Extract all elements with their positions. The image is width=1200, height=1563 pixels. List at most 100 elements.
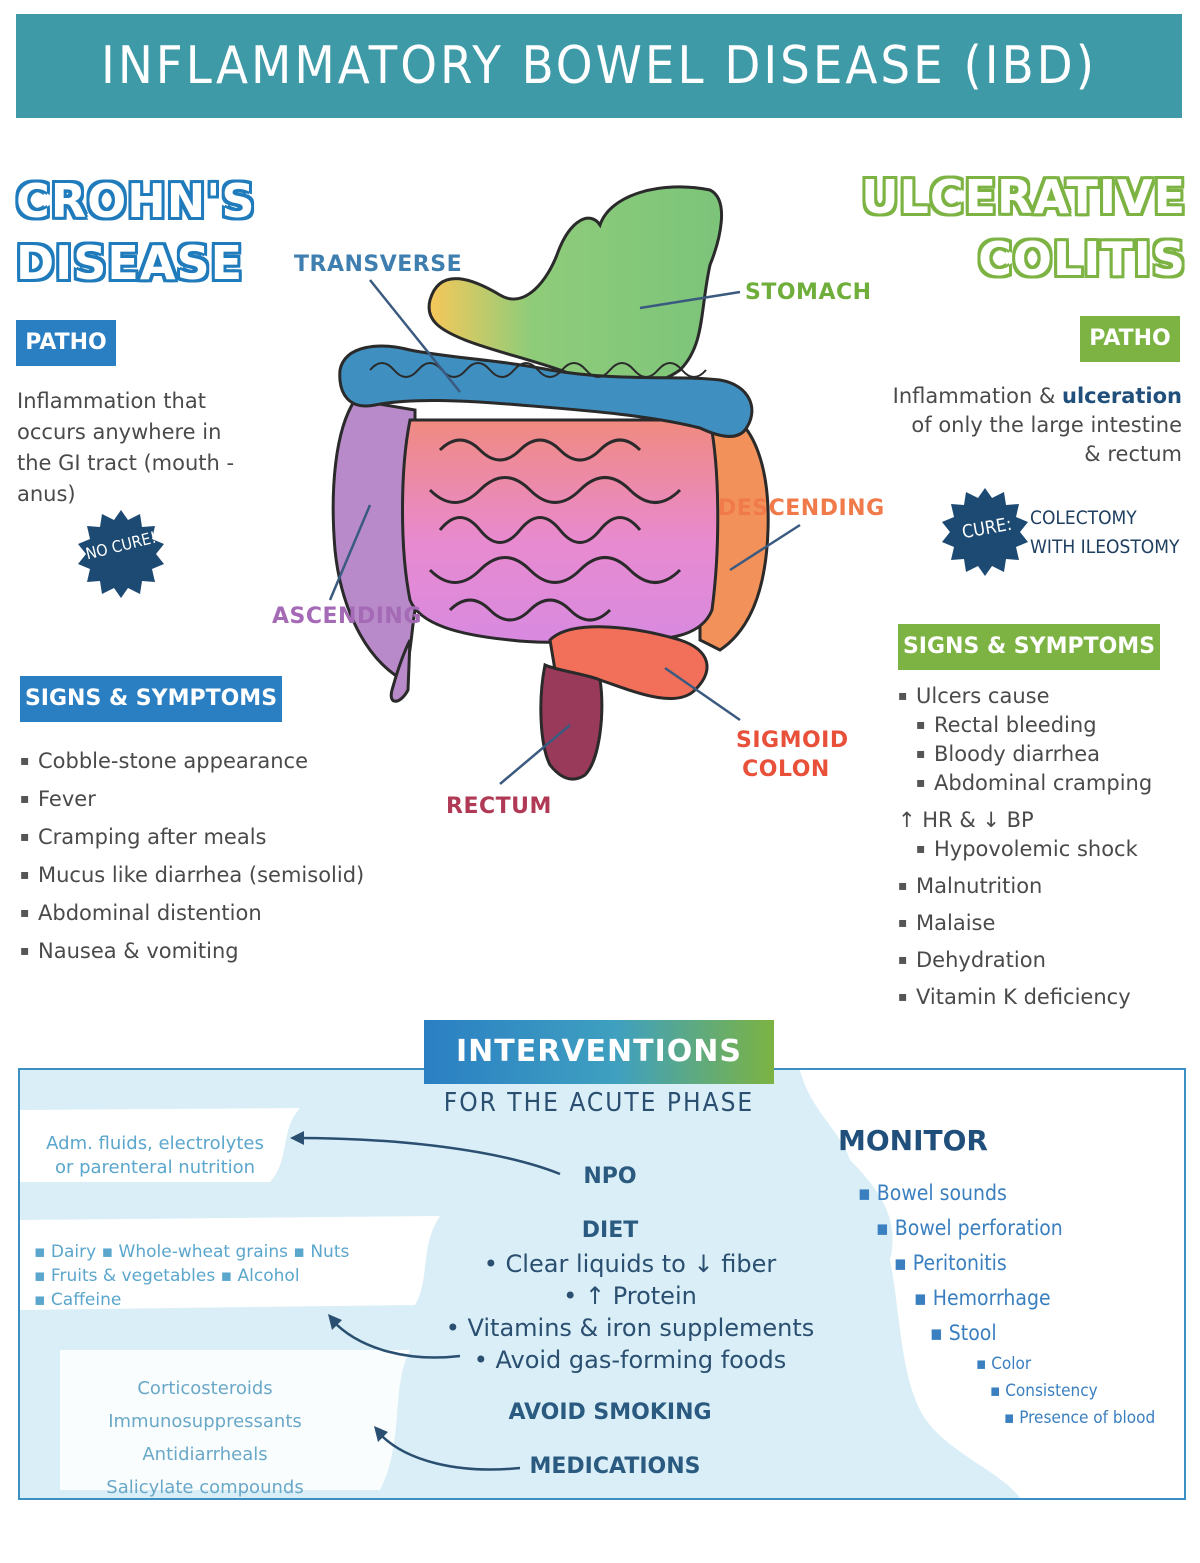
cure-line: COLECTOMY: [1030, 507, 1137, 529]
medication-item: Immunosuppressants: [108, 1411, 302, 1432]
interventions-background: [20, 1070, 1020, 1498]
crohns-patho-line: anus): [17, 482, 76, 506]
list-item: Hypovolemic shock: [916, 835, 1188, 864]
arrow-head-icon: [374, 1426, 388, 1442]
uc-signs-tag: SIGNS & SYMPTOMS: [898, 624, 1160, 670]
monitor-heading: MONITOR: [838, 1124, 988, 1157]
medications-list: Corticosteroids Immunosuppressants Antid…: [80, 1372, 330, 1504]
interventions-banner: [424, 1020, 774, 1084]
monitor-item: ▪ Color: [976, 1354, 1032, 1374]
avoid-foods-line: ▪ Caffeine: [34, 1290, 122, 1310]
crohns-title-line1: CROHN'S: [16, 174, 256, 228]
avoid-smoking-heading: AVOID SMOKING: [508, 1400, 712, 1425]
gi-tract-diagram: [328, 185, 801, 785]
monitor-item: ▪ Presence of blood: [1004, 1408, 1156, 1428]
rectum-shape: [539, 662, 604, 781]
stomach-shape: [427, 185, 724, 387]
uc-title-line2: COLITIS: [978, 232, 1186, 286]
list-item: Abdominal cramping: [916, 769, 1188, 798]
uc-patho-line: Inflammation & ulceration: [860, 382, 1182, 411]
monitor-item: ▪ Peritonitis: [894, 1251, 1007, 1275]
npo-note-line: or parenteral nutrition: [54, 1157, 256, 1178]
diet-list: • Clear liquids to ↓ fiber • ↑ Protein •…: [420, 1248, 840, 1376]
interventions-subtitle: FOR THE ACUTE PHASE: [443, 1088, 755, 1118]
crohns-patho-line: Inflammation that: [17, 389, 206, 413]
list-item: Cramping after meals: [20, 818, 400, 856]
list-item: Fever: [20, 780, 400, 818]
arrow-head-icon: [328, 1314, 342, 1330]
diet-item: • Vitamins & iron supplements: [445, 1314, 815, 1342]
label-stomach: STOMACH: [745, 280, 872, 305]
monitor-item: ▪ Consistency: [990, 1381, 1098, 1401]
list-item: Malnutrition: [898, 872, 1188, 901]
diet-item: • ↑ Protein: [563, 1282, 697, 1310]
monitor-item: ▪ Stool: [930, 1321, 997, 1345]
uc-patho-tag: PATHO: [1080, 316, 1180, 362]
label-sigmoid: SIGMOID COLON: [736, 728, 849, 782]
monitor-list: ▪ Bowel sounds ▪ Bowel perforation ▪ Per…: [858, 1176, 1178, 1432]
list-item: Mucus like diarrhea (semisolid): [20, 856, 400, 894]
medication-item: Salicylate compounds: [106, 1477, 304, 1498]
transverse-colon-shape: [338, 344, 754, 438]
uc-signs-list: Ulcers cause Rectal bleeding Bloody diar…: [898, 682, 1188, 1012]
crohns-signs-list: Cobble-stone appearance Fever Cramping a…: [20, 742, 400, 970]
crohns-patho-line: occurs anywhere in: [17, 420, 222, 444]
list-item: Bloody diarrhea: [916, 740, 1188, 769]
label-sigmoid-line: SIGMOID: [736, 728, 849, 753]
list-item: ↑ HR & ↓ BP: [898, 808, 1034, 832]
interventions-title: INTERVENTIONS: [456, 1034, 742, 1069]
page-title: INFLAMMATORY BOWEL DISEASE (IBD): [101, 36, 1097, 96]
label-descending: DESCENDING: [718, 496, 885, 521]
title-bar: [16, 14, 1182, 118]
monitor-item: ▪ Hemorrhage: [914, 1286, 1051, 1310]
uc-patho-pre: Inflammation &: [892, 384, 1063, 408]
npo-note-line: Adm. fluids, electrolytes: [46, 1133, 264, 1154]
monitor-item: ▪ Bowel sounds: [858, 1181, 1007, 1205]
uc-patho-bold: ulceration: [1062, 384, 1182, 408]
medication-item: Antidiarrheals: [142, 1444, 268, 1465]
avoid-foods-line: ▪ Fruits & vegetables ▪ Alcohol: [34, 1266, 300, 1286]
npo-heading: NPO: [583, 1164, 637, 1189]
uc-patho-line: & rectum: [1084, 442, 1182, 466]
list-item: Dehydration: [898, 946, 1188, 975]
cure-text: COLECTOMY WITH ILEOSTOMY: [1030, 504, 1179, 562]
descending-leader: [729, 523, 801, 572]
crohns-signs-tag: SIGNS & SYMPTOMS: [20, 676, 282, 722]
arrow-head-icon: [290, 1131, 304, 1145]
avoid-foods: ▪ Dairy ▪ Whole-wheat grains ▪ Nuts ▪ Fr…: [34, 1240, 414, 1312]
ascending-leader: [328, 504, 372, 601]
crohns-patho-line: the GI tract (mouth -: [17, 451, 235, 475]
diet-item: • Avoid gas-forming foods: [473, 1346, 787, 1374]
label-sigmoid-line: COLON: [742, 757, 830, 782]
avoid-foods-line: ▪ Dairy ▪ Whole-wheat grains ▪ Nuts: [34, 1242, 350, 1262]
label-rectum: RECTUM: [446, 794, 552, 819]
stomach-leader: [639, 290, 741, 310]
medications-heading: MEDICATIONS: [529, 1454, 701, 1479]
sigmoid-leader: [664, 666, 741, 722]
list-item: Vitamin K deficiency: [898, 983, 1188, 1012]
uc-patho-line: of only the large intestine: [911, 413, 1182, 437]
list-item: Ulcers cause: [898, 682, 1188, 711]
rectum-leader: [499, 724, 571, 785]
uc-title-line1: ULCERATIVE: [861, 170, 1186, 224]
diet-heading: DIET: [581, 1218, 639, 1243]
monitor-item: ▪ Bowel perforation: [876, 1216, 1063, 1240]
list-item: Nausea & vomiting: [20, 932, 400, 970]
cure-line: WITH ILEOSTOMY: [1030, 536, 1180, 558]
crohns-patho-tag: PATHO: [16, 320, 116, 366]
medication-item: Corticosteroids: [137, 1378, 273, 1399]
crohns-patho-text: Inflammation that occurs anywhere in the…: [17, 386, 287, 510]
crohns-title-line2: DISEASE: [16, 236, 244, 290]
uc-patho-text: Inflammation & ulceration of only the la…: [860, 382, 1182, 469]
label-transverse: TRANSVERSE: [294, 252, 463, 277]
list-item: Abdominal distention: [20, 894, 400, 932]
transverse-leader: [369, 279, 461, 393]
no-cure-badge-icon: [78, 510, 164, 598]
list-item: Malaise: [898, 909, 1188, 938]
npo-note: Adm. fluids, electrolytes or parenteral …: [30, 1132, 280, 1180]
list-item: Cobble-stone appearance: [20, 742, 400, 780]
diet-item: • Clear liquids to ↓ fiber: [483, 1250, 777, 1278]
label-ascending: ASCENDING: [272, 604, 422, 629]
list-item: Rectal bleeding: [916, 711, 1188, 740]
cure-badge-icon: [942, 488, 1028, 576]
